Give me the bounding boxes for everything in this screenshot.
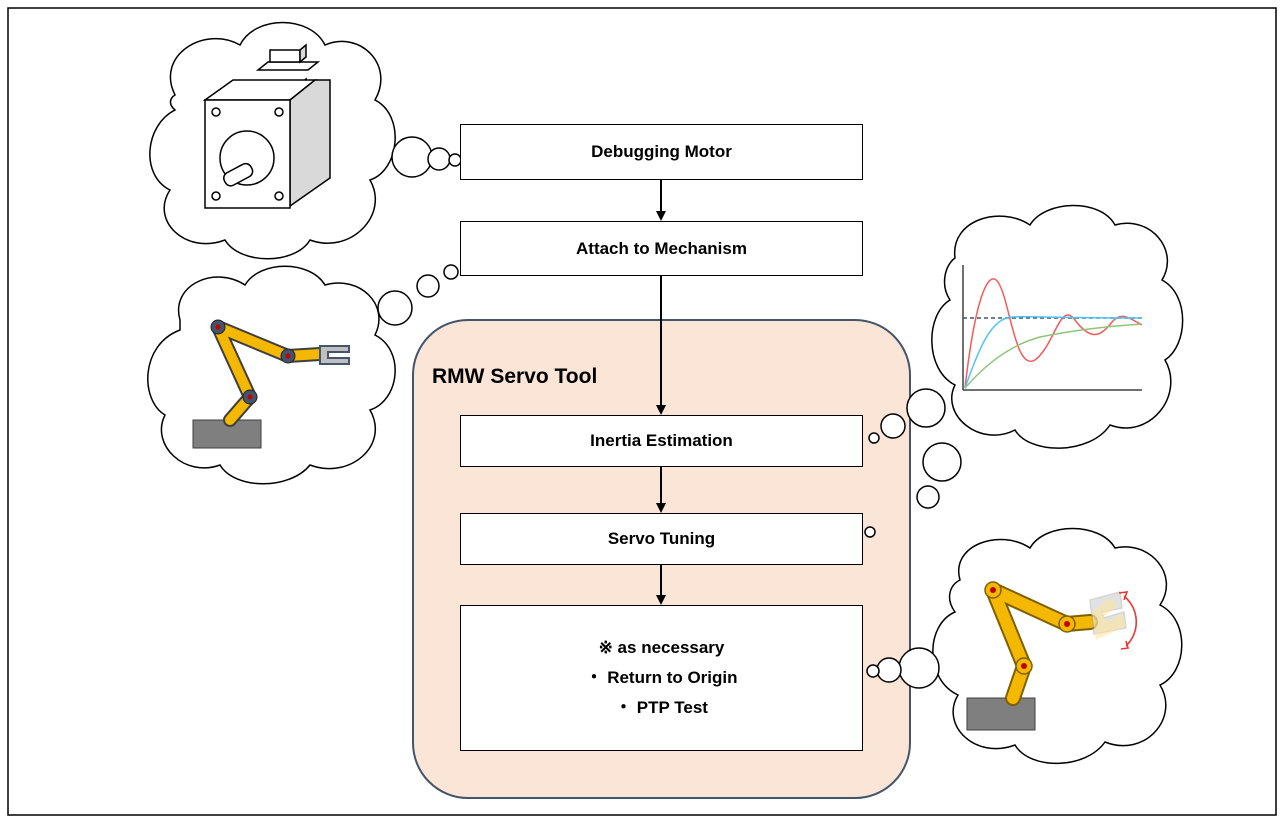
robot-arm-icon <box>192 319 350 449</box>
tool-group-title: RMW Servo Tool <box>432 365 598 388</box>
thought-bubble-moving-arm <box>866 527 1183 765</box>
step-optional-tasks: ※ as necessary ・ Return to Origin ・ PTP … <box>460 605 863 751</box>
servo-motor-icon <box>202 43 331 209</box>
thought-bubble-motor <box>149 21 462 260</box>
optional-heading: ※ as necessary <box>598 638 725 658</box>
step-inertia-estimation: Inertia Estimation <box>460 415 863 467</box>
outer-frame <box>7 7 1277 816</box>
optional-item-ptp-test: ・ PTP Test <box>615 697 708 717</box>
thought-bubble-arm <box>147 264 459 485</box>
step-label: Servo Tuning <box>607 529 716 548</box>
step-label: Attach to Mechanism <box>576 238 747 258</box>
step-servo-tuning: Servo Tuning <box>460 513 863 565</box>
step-attach-to-mechanism: Attach to Mechanism <box>460 221 863 276</box>
thought-bubble-graph <box>864 204 1184 538</box>
moving-robot-arm-icon <box>966 581 1138 731</box>
step-label: Inertia Estimation <box>590 431 733 450</box>
step-label: Debugging Motor <box>591 142 732 161</box>
optional-item-return-to-origin: ・ Return to Origin <box>585 668 738 688</box>
step-debugging-motor: Debugging Motor <box>460 124 863 180</box>
step-response-graph-icon <box>962 265 1143 391</box>
